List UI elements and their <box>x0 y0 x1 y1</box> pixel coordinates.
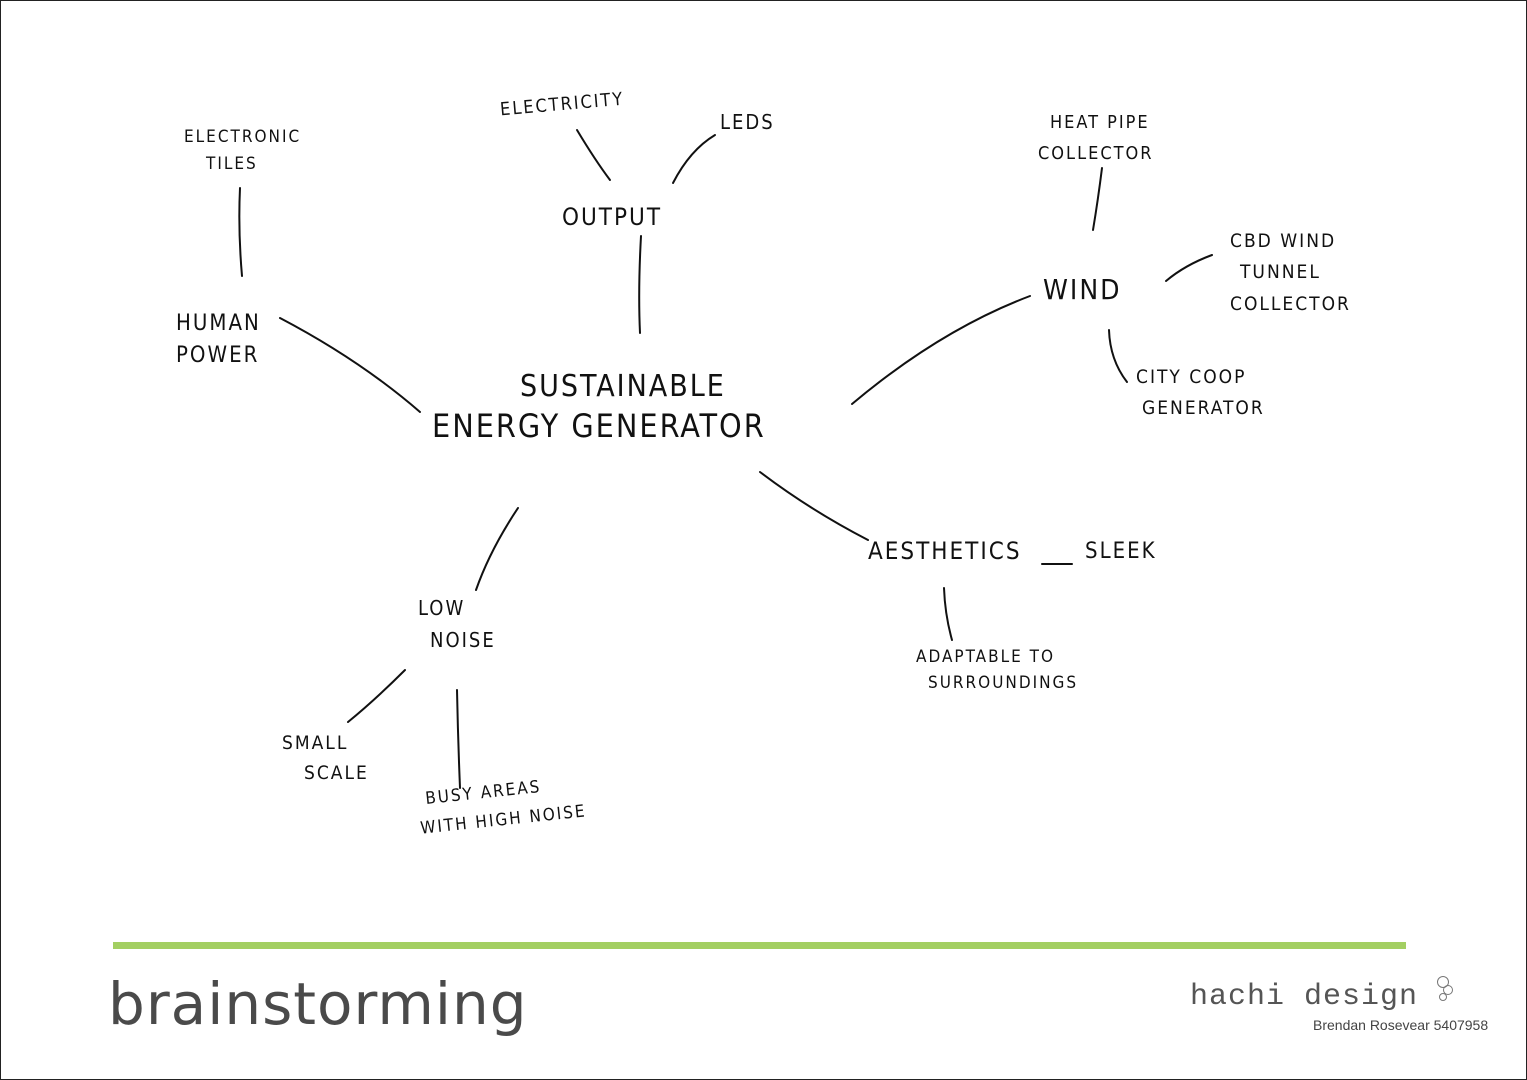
link-center-output <box>638 235 642 334</box>
central-topic-line2: Energy Generator <box>432 406 766 445</box>
node-adaptable-line2: Surroundings <box>928 673 1079 694</box>
node-human-power: Human Power <box>176 308 261 372</box>
studio-logo-text: hachi design <box>1190 980 1419 1014</box>
node-cbd-line3: Collector <box>1230 292 1351 315</box>
link-output-electricity <box>576 129 611 181</box>
node-cbd-line1: CBD Wind <box>1230 230 1337 252</box>
link-wind-heatpipe <box>1092 167 1103 231</box>
link-output-leds <box>672 134 716 184</box>
link-center-human <box>279 317 421 413</box>
node-city-coop-line2: Generator <box>1142 397 1265 420</box>
node-human-power-line2: Power <box>176 342 260 368</box>
node-small-scale-line1: Small <box>282 732 349 754</box>
author-credit: Brendan Rosevear 5407958 <box>1313 1017 1489 1033</box>
bubbles-logo-icon <box>1435 976 1455 1006</box>
node-low-noise-line1: Low <box>418 596 466 620</box>
node-heat-pipe-collector: Heat Pipe Collector <box>1038 108 1154 169</box>
link-center-aesthetics <box>759 471 869 541</box>
node-heat-pipe-line1: Heat Pipe <box>1050 112 1150 133</box>
link-wind-citycoop <box>1108 329 1128 383</box>
node-electronic-tiles-line1: Electronic <box>184 127 302 147</box>
link-center-wind <box>851 295 1031 405</box>
connector-lines <box>238 129 1213 789</box>
node-wind: Wind <box>1043 273 1122 306</box>
node-cbd-wind-tunnel: CBD Wind Tunnel Collector <box>1230 226 1351 320</box>
link-lownoise-busy <box>456 689 461 789</box>
central-topic-line1: Sustainable <box>520 369 726 404</box>
node-low-noise-line2: Noise <box>430 628 496 652</box>
link-center-lownoise <box>475 507 519 591</box>
node-output: Output <box>562 203 662 231</box>
accent-divider <box>113 942 1406 949</box>
link-wind-cbd <box>1165 254 1213 282</box>
node-electronic-tiles-line2: Tiles <box>206 154 258 175</box>
link-aesthetics-adaptable <box>943 587 953 641</box>
node-sleek: Sleek <box>1085 539 1157 564</box>
node-low-noise: Low Noise <box>418 592 496 656</box>
page-title: brainstorming <box>108 970 528 1038</box>
node-small-scale-line2: Scale <box>304 762 369 785</box>
link-human-tiles <box>238 187 243 277</box>
node-city-coop: City Coop Generator <box>1136 362 1265 425</box>
node-leds: LEDs <box>720 110 775 134</box>
central-topic: Sustainable Energy Generator <box>432 368 766 446</box>
node-aesthetics: Aesthetics <box>868 537 1022 565</box>
node-heat-pipe-line2: Collector <box>1038 142 1154 164</box>
node-electronic-tiles: Electronic Tiles <box>184 124 301 178</box>
node-city-coop-line1: City Coop <box>1136 366 1247 388</box>
node-cbd-line2: Tunnel <box>1240 261 1321 284</box>
node-adaptable-line1: Adaptable to <box>916 647 1055 667</box>
node-human-power-line1: Human <box>176 311 261 336</box>
link-lownoise-small <box>347 669 406 723</box>
node-adaptable: Adaptable to Surroundings <box>916 644 1078 697</box>
node-small-scale: Small Scale <box>282 728 369 789</box>
